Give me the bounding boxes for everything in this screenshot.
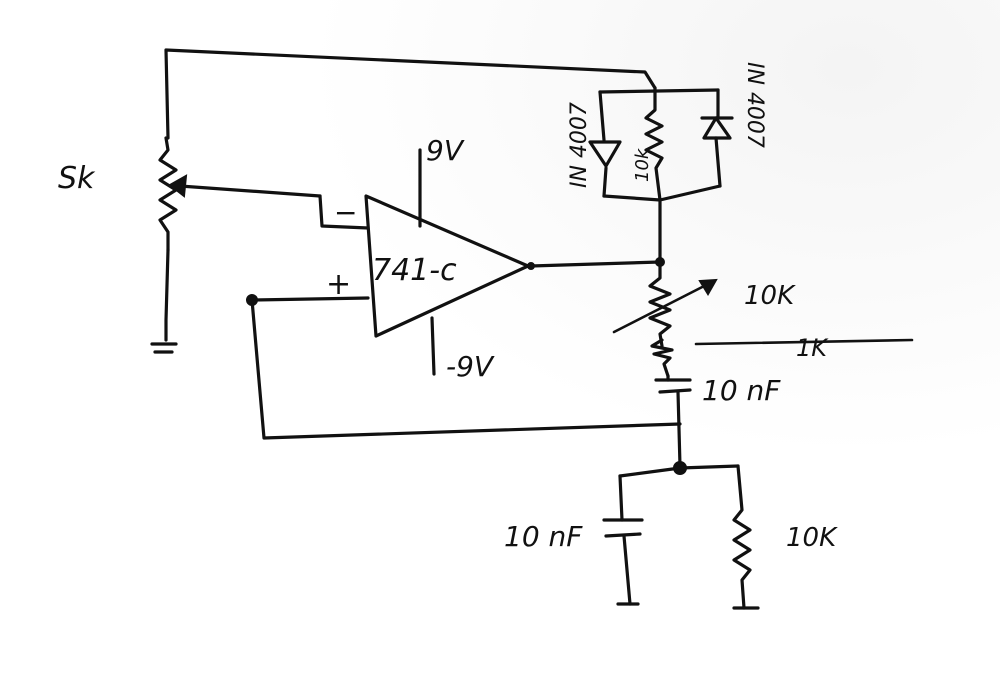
wire-noninv-loop: [250, 296, 682, 440]
capacitor-shunt-10nf: [602, 474, 644, 606]
fixed-resistor-1k: [650, 338, 914, 378]
label-cap-series: 10 nF: [702, 374, 781, 407]
label-res-feedback: 10k: [632, 147, 653, 182]
label-diode-right: IN 4007: [742, 62, 767, 148]
label-cap-shunt: 10 nF: [504, 520, 583, 553]
label-fixed-res: 1K: [796, 334, 829, 362]
label-noninverting: +: [326, 267, 351, 302]
wire-shunt-split: [618, 464, 740, 478]
wire-wiper-to-inv: [318, 194, 370, 230]
label-diode-left: IN 4007: [567, 102, 592, 188]
label-vplus: 9V: [426, 134, 465, 167]
potentiometer-5k: [158, 136, 322, 342]
label-vminus: -9V: [446, 350, 495, 383]
label-var-res: 10K: [744, 281, 796, 311]
junction-noninv: [246, 294, 258, 306]
label-inverting: −: [334, 196, 357, 229]
wire-output: [529, 260, 662, 268]
diode-network: [588, 86, 734, 264]
variable-resistor-10k: [612, 260, 718, 348]
wire-top: [164, 48, 657, 140]
label-pot-5k: Sk: [58, 161, 96, 196]
resistor-shunt-10k: [732, 464, 760, 610]
label-res-shunt: 10K: [786, 523, 838, 553]
ground-symbol-pot: [150, 342, 178, 354]
capacitor-series-10nf: [654, 374, 692, 468]
label-opamp: 741-c: [372, 253, 457, 288]
